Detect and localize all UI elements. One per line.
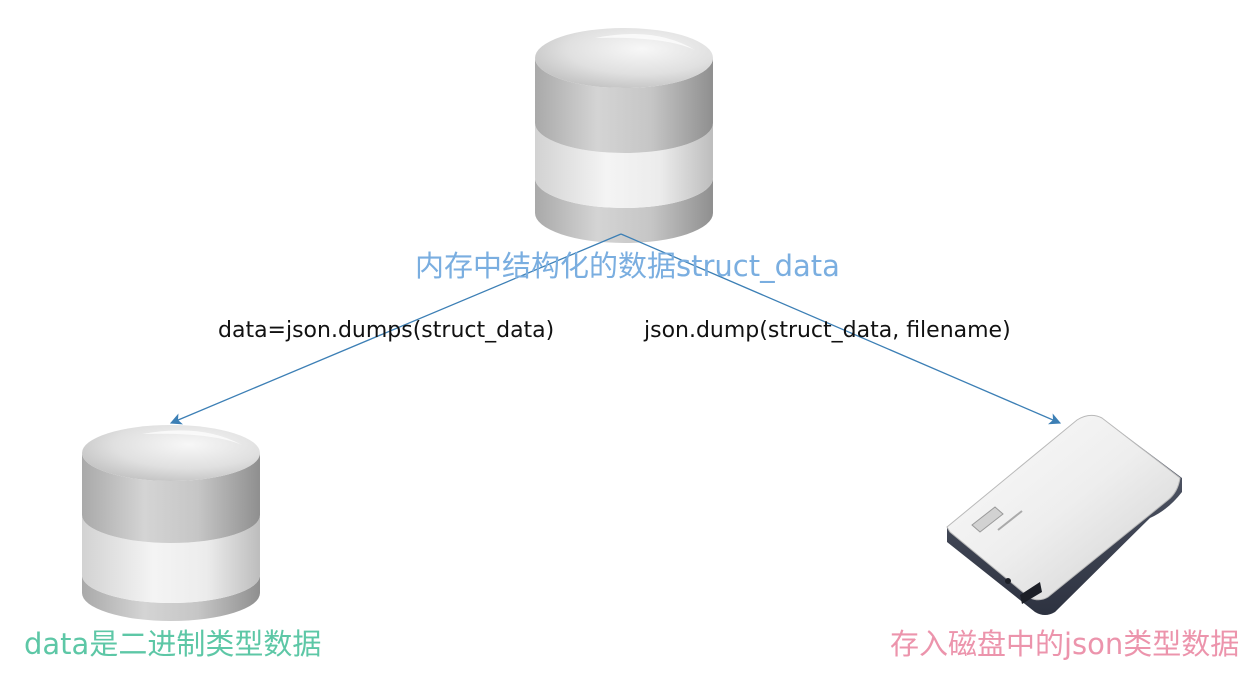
database-icon	[82, 425, 260, 621]
edge-dump-line	[620, 233, 1062, 425]
memory-node-label: 内存中结构化的数据struct_data	[415, 249, 840, 283]
disk-node-label: 存入磁盘中的json类型数据	[890, 627, 1240, 661]
binary-node-label: data是二进制类型数据	[24, 627, 322, 661]
dump-edge-label: json.dump(struct_data, filename)	[644, 318, 1011, 343]
dumps-edge-label: data=json.dumps(struct_data)	[218, 318, 555, 343]
edge-dumps-line	[169, 233, 622, 425]
external-hard-drive-icon	[946, 414, 1182, 615]
database-icon	[535, 28, 713, 243]
